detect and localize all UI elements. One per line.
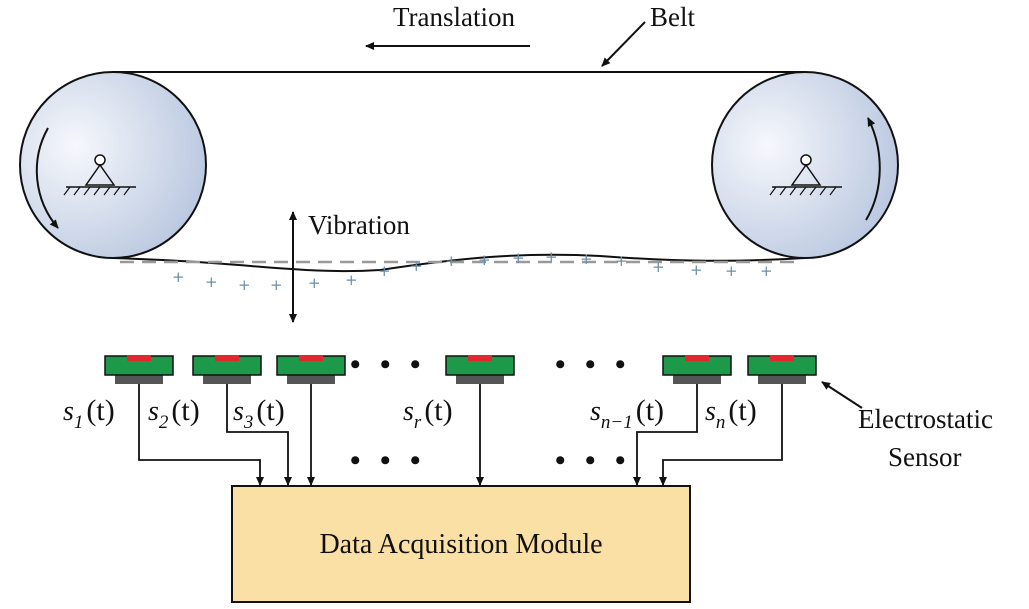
left-pulley [19, 71, 207, 259]
sensor-electrode [299, 355, 323, 361]
electrostatic-sensor [276, 355, 346, 384]
charge-plus-icon: + [270, 276, 283, 294]
right-pulley [711, 71, 899, 259]
charge-plus-icon: + [238, 276, 251, 294]
sensor-electrode [685, 355, 709, 361]
wire-ellipsis: • • • [350, 444, 427, 477]
translation-label: Translation [393, 2, 516, 32]
electrostatic-sensor [104, 355, 174, 384]
charge-plus-icon: + [172, 268, 185, 286]
signal-labels: s1(t) s2(t) s3(t) sr(t) sn−1(t) sn(t) [63, 394, 757, 433]
charge-plus-icon: + [378, 262, 391, 280]
wire-s1 [138, 384, 264, 486]
signal-label-s1: s1(t) [63, 394, 115, 433]
belt-leader-arrow-icon [601, 21, 646, 67]
signal-label-s3: s3(t) [233, 394, 285, 433]
data-acquisition-module [231, 485, 691, 603]
charge-plus-icon: + [652, 258, 665, 276]
vibration-label: Vibration [308, 210, 410, 240]
sensor-base [115, 374, 163, 384]
charge-plus-icon: + [725, 262, 738, 280]
electrostatic-sensor [662, 355, 732, 384]
charge-plus-icon: + [690, 261, 703, 279]
charge-plus-icon: + [308, 274, 321, 292]
signal-label-sn: sn(t) [705, 394, 757, 433]
belt-bottom-edge [112, 253, 806, 273]
sensor-electrode [215, 355, 239, 361]
charge-plus-icon: + [760, 262, 773, 280]
charge-plus-icon: + [615, 252, 628, 270]
sensor-label-line1: Electrostatic [858, 404, 993, 434]
signal-label-s2: s2(t) [148, 394, 200, 433]
wire-ellipsis: • • • [555, 444, 632, 477]
pivot-support-icon [63, 154, 136, 196]
sensor-base [456, 374, 504, 384]
module-label: Data Acquisition Module [319, 529, 602, 560]
sensor-electrode [468, 355, 492, 361]
charge-plus-icon: + [580, 250, 593, 268]
sensor-base [673, 374, 721, 384]
belt-label: Belt [650, 2, 695, 32]
charge-plus-icon: + [478, 251, 491, 269]
sensor-leader-arrow-icon [821, 381, 863, 409]
signal-wires [138, 384, 783, 486]
sensor-row [104, 355, 817, 384]
sensor-ellipsis: • • • [350, 348, 427, 381]
sensor-electrode [127, 355, 151, 361]
electrostatic-sensor [192, 355, 262, 384]
charge-plus-icon: + [205, 273, 218, 291]
rotation-arrow-icon [865, 117, 881, 221]
wire-s2 [226, 384, 292, 486]
charge-marks: + + + + + + + + + + + + + + + + + + [172, 248, 773, 294]
signal-label-sr: sr(t) [403, 394, 453, 433]
wire-sn [659, 384, 783, 486]
sensor-base [203, 374, 251, 384]
rotation-arrow-icon [35, 127, 59, 229]
charge-plus-icon: + [410, 257, 423, 275]
sensor-base [758, 374, 806, 384]
charge-plus-icon: + [545, 248, 558, 266]
sensor-label-line2: Sensor [888, 442, 962, 472]
charge-plus-icon: + [445, 252, 458, 270]
signal-label-sn-1: sn−1(t) [590, 394, 664, 433]
wire-sn-1 [633, 384, 698, 486]
pivot-support-icon [769, 154, 842, 196]
electrostatic-sensor [445, 355, 515, 384]
sensor-base [287, 374, 335, 384]
charge-plus-icon: + [345, 271, 358, 289]
sensor-electrode [770, 355, 794, 361]
charge-plus-icon: + [512, 249, 525, 267]
sensor-ellipsis: • • • [555, 348, 632, 381]
electrostatic-sensor [747, 355, 817, 384]
